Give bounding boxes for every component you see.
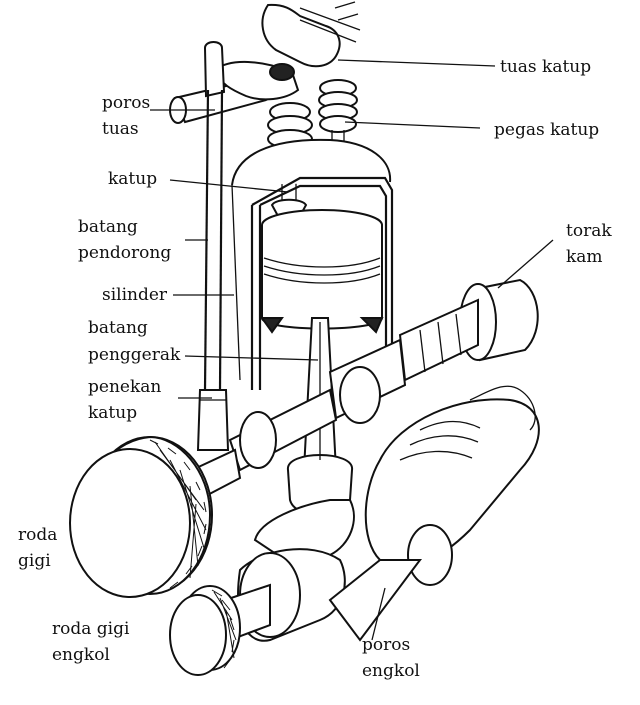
label-kam: kam	[566, 247, 603, 267]
label-katup: katup	[108, 169, 157, 189]
label-roda-gigi-line1: roda	[18, 525, 57, 545]
label-batang-pendorong-line1: batang	[78, 217, 138, 237]
label-poros-tuas-line2: tuas	[102, 119, 139, 139]
label-poros-engkol-line1: poros	[362, 635, 410, 655]
label-batang-penggerak-line2: penggerak	[88, 345, 181, 365]
label-penekan-katup-line1: penekan	[88, 377, 161, 397]
label-torak: torak	[566, 221, 612, 241]
crank-gear	[169, 585, 241, 676]
label-batang-pendorong-line2: pendorong	[78, 243, 171, 263]
label-roda-gigi-engkol-line2: engkol	[52, 645, 110, 665]
cylinder	[231, 138, 394, 390]
label-penekan-katup-line2: katup	[88, 403, 137, 423]
piston	[260, 209, 384, 334]
label-batang-penggerak-line1: batang	[88, 318, 148, 338]
label-roda-gigi-engkol-line1: roda gigi	[52, 619, 130, 639]
label-pegas-katup: pegas katup	[494, 120, 599, 140]
label-poros-tuas-line1: poros	[102, 93, 150, 113]
cam-gear	[69, 435, 213, 598]
crankshaft	[223, 385, 540, 642]
label-roda-gigi-line2: gigi	[18, 551, 51, 571]
leader-lines	[150, 59, 554, 641]
labels: tuas katup poros tuas pegas katup katup …	[18, 57, 612, 681]
label-poros-engkol-line2: engkol	[362, 661, 420, 681]
label-silinder: silinder	[102, 285, 168, 305]
rocker-arm-assembly	[169, 1, 361, 124]
label-tuas-katup: tuas katup	[500, 57, 591, 77]
push-rod	[196, 89, 230, 451]
